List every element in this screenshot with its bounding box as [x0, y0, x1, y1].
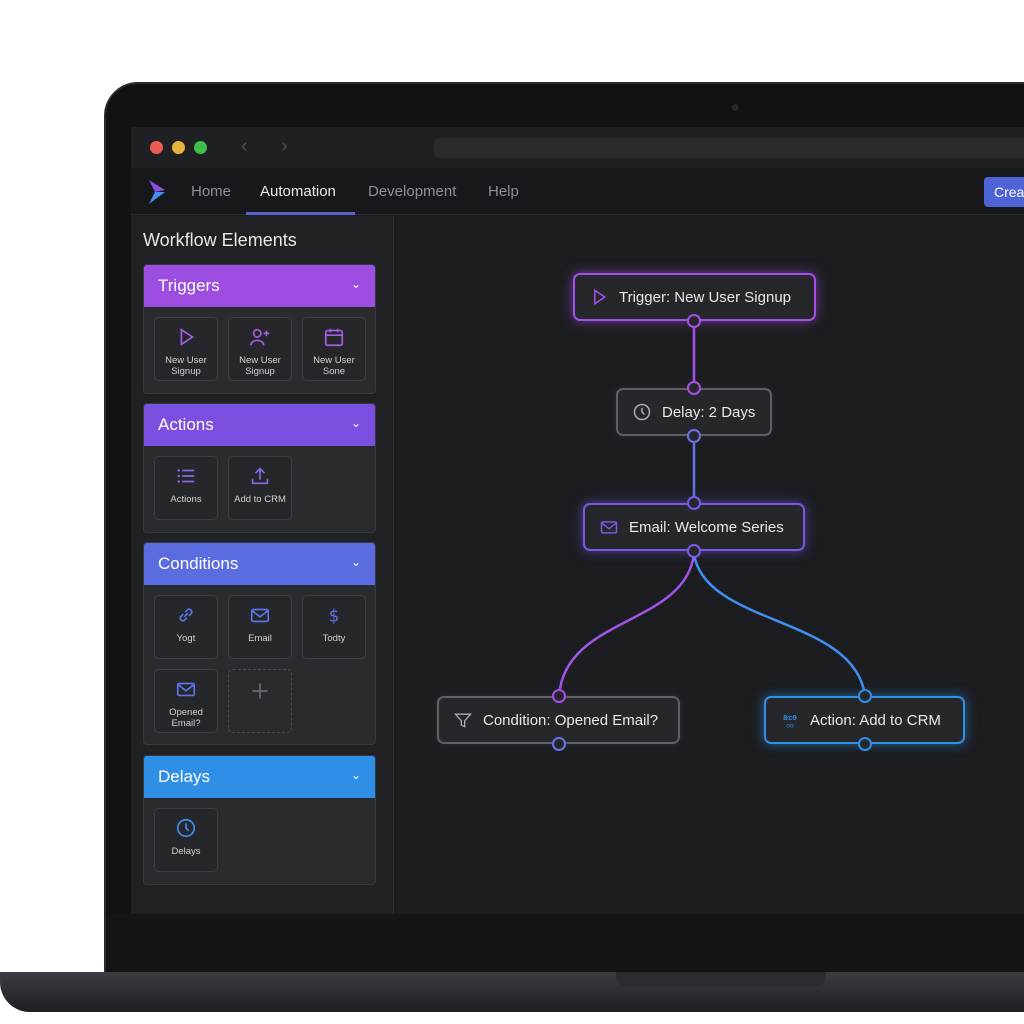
forward-icon[interactable]: › [281, 135, 288, 157]
chevron-down-icon[interactable]: ⌄ [350, 555, 361, 569]
play-icon [180, 328, 194, 346]
section-triggers: Triggers ⌄ New User Signup New User Signup N… [143, 264, 376, 394]
node-label: Trigger: New User Signup [619, 288, 792, 306]
output-port[interactable] [552, 737, 566, 751]
node-label: Email: Welcome Series [629, 518, 784, 536]
nav-help[interactable]: Help [488, 183, 519, 200]
section-label: Delays [158, 767, 210, 786]
tile-clock[interactable]: Delays [154, 808, 218, 872]
address-bar[interactable] [434, 138, 1024, 158]
logo-icon [149, 180, 165, 204]
top-nav: Home Automation Development Help Crea [131, 168, 1024, 215]
output-port[interactable] [687, 314, 701, 328]
output-port[interactable] [858, 737, 872, 751]
section-header[interactable]: Delays ⌄ [144, 756, 375, 798]
section-delays: Delays ⌄ Delays [143, 755, 376, 885]
tile-user-plus[interactable]: New User Signup [228, 317, 292, 381]
laptop-notch [616, 972, 826, 986]
create-button[interactable]: Crea [984, 177, 1024, 207]
user-plus-icon [250, 328, 270, 346]
node-label: Action: Add to CRM [810, 711, 941, 729]
play-icon [594, 288, 607, 306]
close-button[interactable] [150, 141, 163, 154]
tile-label: Opened Email? [169, 707, 203, 729]
webcam [732, 104, 739, 111]
active-tab-indicator [246, 212, 355, 215]
node-label: Delay: 2 Days [662, 403, 756, 421]
section-label: Actions [158, 415, 214, 434]
clock-icon [633, 403, 651, 421]
input-port[interactable] [858, 689, 872, 703]
chevron-down-icon[interactable]: ⌄ [350, 416, 361, 430]
tile-label: New User Sone [313, 355, 355, 377]
input-port[interactable] [552, 689, 566, 703]
section-header[interactable]: Triggers ⌄ [144, 265, 375, 307]
input-port[interactable] [687, 496, 701, 510]
connector-email-action [692, 553, 867, 697]
tile-label: Actions [170, 494, 202, 505]
tile-label: Email [248, 633, 272, 644]
link-icon [179, 608, 193, 622]
tile-label: Yogt [176, 633, 196, 644]
sidebar: Workflow Elements Triggers ⌄ New User Sign… [131, 216, 394, 914]
maximize-button[interactable] [194, 141, 207, 154]
minimize-button[interactable] [172, 141, 185, 154]
tile-list[interactable]: Actions [154, 456, 218, 520]
laptop-base [0, 972, 1024, 1012]
plus-icon [252, 683, 268, 699]
tile-label: New User Signup [165, 355, 207, 377]
tile-label: Add to CRM [234, 494, 286, 505]
node-email[interactable]: Email: Welcome Series [583, 503, 805, 551]
chevron-down-icon[interactable]: ⌄ [350, 277, 361, 291]
tile-link[interactable]: Yogt [154, 595, 218, 659]
filter-icon [454, 713, 472, 728]
mail-icon [600, 521, 618, 534]
tile-label: Delays [171, 846, 201, 857]
tile-calendar[interactable]: New User Sone [302, 317, 366, 381]
list-icon [177, 469, 195, 483]
tile-mail[interactable]: Email [228, 595, 292, 659]
tile-mail[interactable]: Opened Email? [154, 669, 218, 733]
clock-icon [176, 818, 196, 838]
section-label: Triggers [158, 276, 220, 295]
tile-label: Todty [322, 633, 346, 644]
back-icon[interactable]: ‹ [241, 135, 248, 157]
connector-email-condition [557, 553, 696, 697]
mail-icon [176, 682, 196, 697]
node-condition[interactable]: Condition: Opened Email? [437, 696, 680, 744]
mail-icon [250, 608, 270, 623]
app-window: ‹ › Home Automation Development Help Cre… [131, 127, 1024, 914]
section-label: Conditions [158, 554, 239, 573]
calendar-icon [324, 328, 344, 347]
laptop-bezel [106, 914, 1024, 970]
node-label: Condition: Opened Email? [483, 711, 659, 729]
upload-icon [251, 467, 269, 485]
svg-text:oo: oo [786, 723, 794, 730]
tile-add[interactable] [228, 669, 292, 733]
nav-development[interactable]: Development [368, 183, 457, 200]
tile-play[interactable]: New User Signup [154, 317, 218, 381]
sidebar-title: Workflow Elements [143, 230, 297, 250]
tile-label: New User Signup [239, 355, 281, 377]
chevron-down-icon[interactable]: ⌄ [350, 768, 361, 782]
title-bar: ‹ › [131, 127, 1024, 168]
output-port[interactable] [687, 429, 701, 443]
output-port[interactable] [687, 544, 701, 558]
section-header[interactable]: Actions ⌄ [144, 404, 375, 446]
svg-text:$: $ [329, 606, 340, 625]
nav-home[interactable]: Home [191, 183, 232, 200]
input-port[interactable] [687, 381, 701, 395]
svg-text:8ග9: 8ග9 [783, 713, 797, 722]
tile-upload[interactable]: Add to CRM [228, 456, 292, 520]
nav-automation[interactable]: Automation [260, 183, 336, 200]
dollar-icon: $ [329, 606, 340, 625]
tile-dollar[interactable]: $ Todty [302, 595, 366, 659]
connectors [557, 322, 867, 697]
section-header[interactable]: Conditions ⌄ [144, 543, 375, 585]
